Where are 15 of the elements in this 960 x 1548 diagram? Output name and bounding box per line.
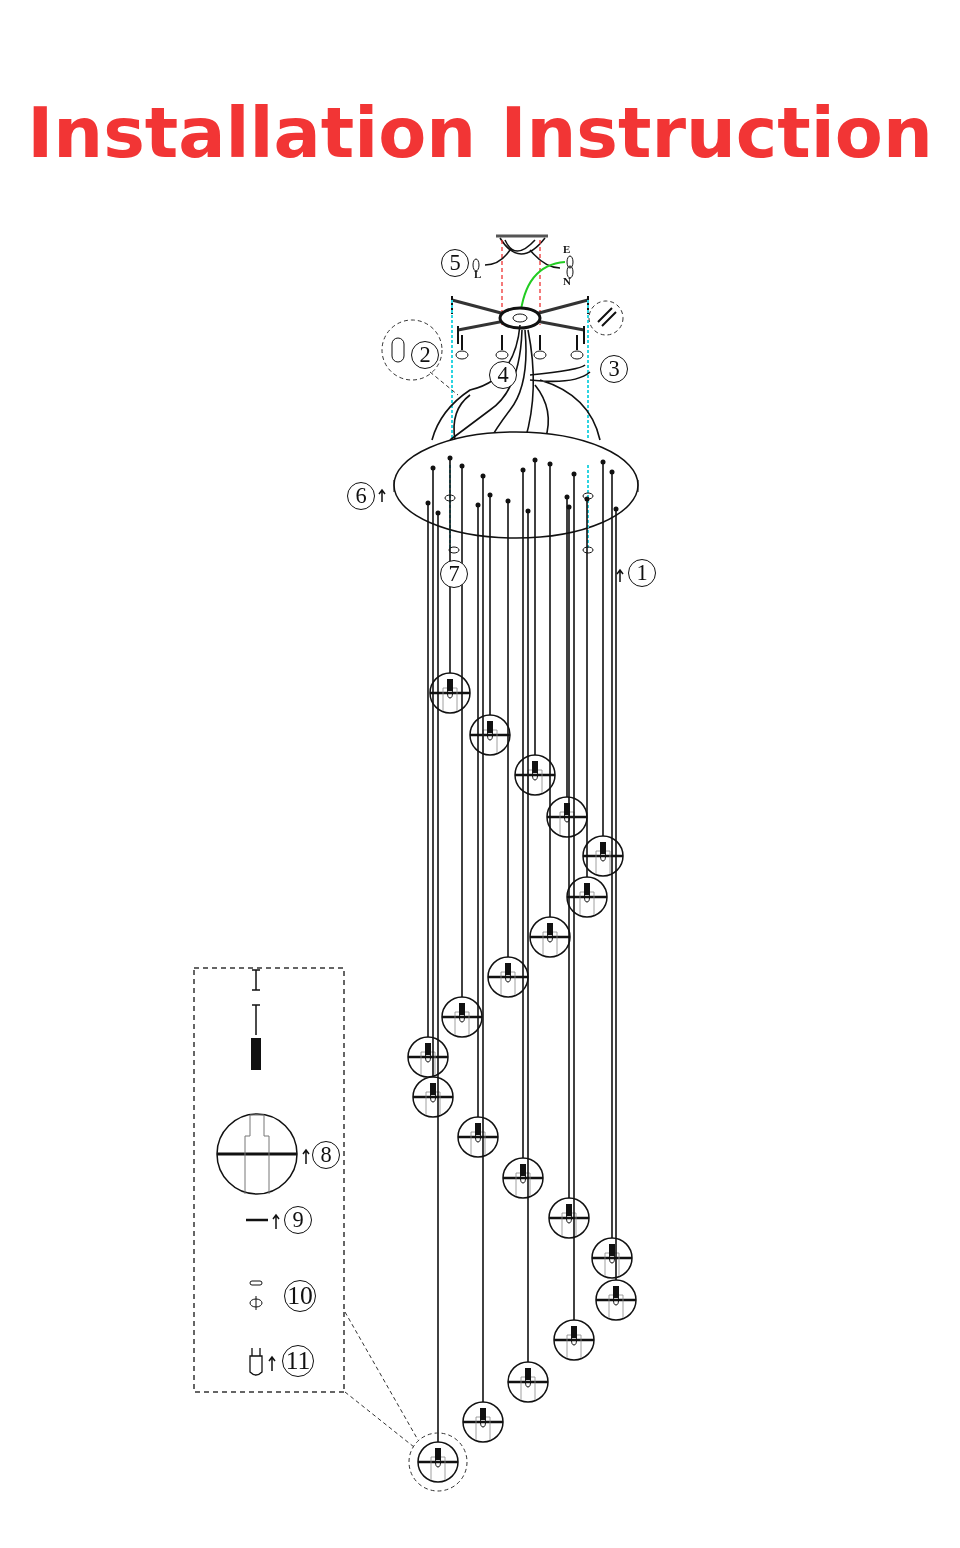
wire-label: E <box>563 244 571 255</box>
callout-number: 3 <box>600 355 628 383</box>
callout-number: 9 <box>284 1206 312 1234</box>
callout-number: 6 <box>347 482 375 510</box>
callout-number: 11 <box>282 1345 314 1377</box>
callout-number: 8 <box>312 1141 340 1169</box>
callout-number: 5 <box>441 249 469 277</box>
callout-number: 2 <box>411 341 439 369</box>
callout-number: 4 <box>489 361 517 389</box>
title: Installation Instruction <box>26 91 934 176</box>
callout-number: 7 <box>440 560 468 588</box>
callout-number: 10 <box>284 1280 316 1312</box>
callout-number: 1 <box>628 559 656 587</box>
wire-label: N <box>563 276 571 287</box>
wire-label: L <box>474 269 482 280</box>
